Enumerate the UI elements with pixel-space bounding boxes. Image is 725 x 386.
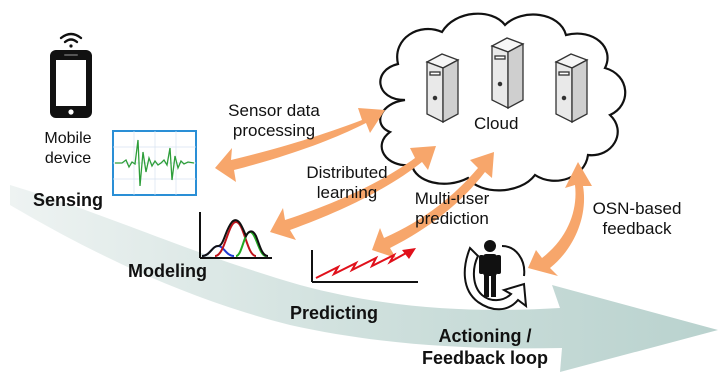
sensing-label: Sensing bbox=[33, 190, 104, 210]
modeling-label: Modeling bbox=[128, 261, 207, 281]
server-icon bbox=[425, 53, 460, 124]
distribution-curves-icon bbox=[199, 212, 272, 259]
server-icon bbox=[490, 37, 525, 110]
distributed-learning-label: Distributed learning bbox=[306, 163, 388, 202]
arrow-multi-user bbox=[372, 152, 494, 258]
arrow-distributed-learning bbox=[270, 146, 436, 240]
mobile-device-label: Mobile device bbox=[44, 130, 92, 167]
orange-arrows bbox=[215, 108, 592, 276]
signal-waveform-icon bbox=[112, 130, 197, 196]
actioning-feedback-label: Actioning / Feedback loop bbox=[421, 326, 549, 368]
trend-chart-icon bbox=[311, 248, 418, 283]
wifi-icon bbox=[59, 32, 83, 48]
arrow-osn-feedback bbox=[528, 162, 592, 276]
sensor-data-processing-label: Sensor data processing bbox=[228, 101, 320, 140]
smartphone-icon bbox=[50, 50, 92, 118]
cloud-label: Cloud bbox=[474, 114, 519, 133]
arrow-sensor-data bbox=[215, 108, 385, 182]
osn-feedback-label: OSN-based feedback bbox=[592, 199, 682, 238]
server-icon bbox=[554, 53, 589, 124]
multi-user-prediction-label: Multi-user prediction bbox=[414, 189, 490, 228]
feedback-flow-arrow bbox=[10, 185, 718, 372]
person-cycle-icon bbox=[463, 240, 528, 311]
predicting-label: Predicting bbox=[290, 303, 379, 323]
